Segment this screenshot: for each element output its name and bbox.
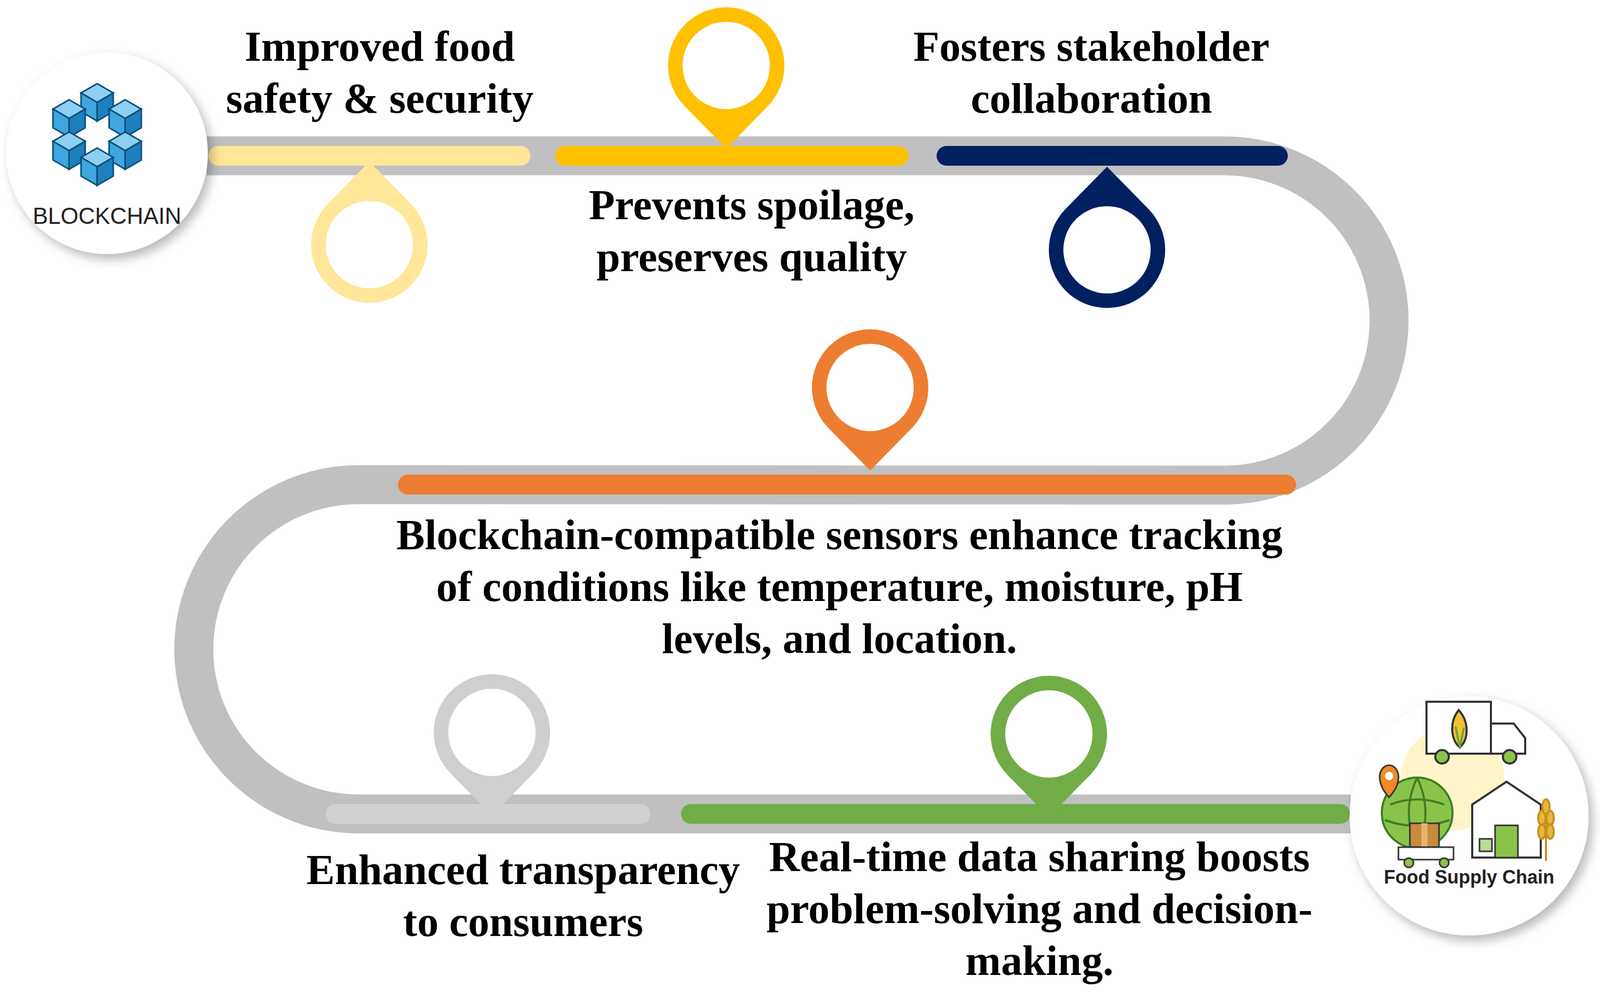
- pin-marker: [311, 161, 428, 303]
- benefit-label: Fosters stakeholder collaboration: [888, 20, 1295, 125]
- segment: [565, 145, 899, 166]
- node-label: BLOCKCHAIN: [5, 203, 209, 230]
- pin-marker: [811, 329, 929, 471]
- road-segments: [218, 155, 1341, 815]
- segment: [407, 474, 1287, 495]
- node-label: Food Supply Chain: [1348, 866, 1590, 889]
- benefit-label: Real-time data sharing boosts problem-so…: [756, 831, 1323, 988]
- segment: [690, 804, 1341, 824]
- icon-circle: Food Supply Chain: [1348, 695, 1590, 937]
- pin-marker: [990, 675, 1108, 818]
- segment: [946, 145, 1278, 166]
- pin-marker: [1048, 166, 1166, 309]
- pin-marker: [668, 7, 785, 149]
- icon-circle: BLOCKCHAIN: [5, 51, 209, 256]
- benefit-label: Prevents spoilage, preserves quality: [564, 179, 939, 284]
- pins: [311, 7, 1166, 818]
- food-supply-icon: [1348, 695, 1590, 937]
- road-connector: [193, 155, 1390, 815]
- benefit-label: Enhanced transparency to consumers: [294, 844, 752, 949]
- pin-marker: [433, 674, 551, 816]
- benefit-label: Blockchain-compatible sensors enhance tr…: [378, 509, 1301, 665]
- circle-shape: [1349, 696, 1589, 936]
- benefit-label: Improved food safety & security: [203, 20, 557, 125]
